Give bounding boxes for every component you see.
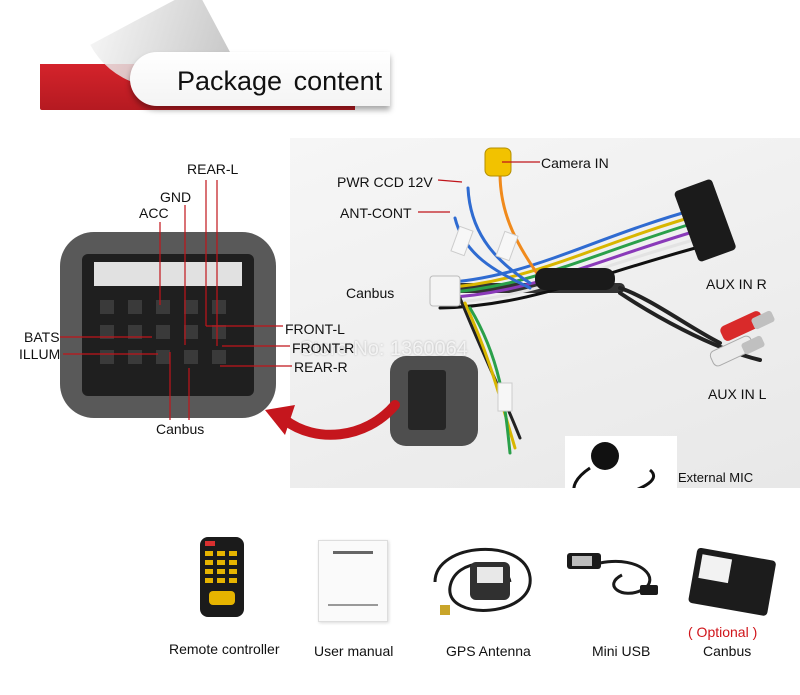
pin-label-front-r: FRONT-R xyxy=(292,340,355,356)
red-curved-arrow xyxy=(265,400,400,440)
gps-antenna-image xyxy=(433,548,532,615)
label-aux-in-r: AUX IN R xyxy=(706,276,767,292)
label-harness-canbus: Canbus xyxy=(346,285,395,301)
package-content-banner: Package content xyxy=(40,0,390,116)
caption-optional-tag: ( Optional ) xyxy=(688,624,758,640)
caption-gps-antenna: GPS Antenna xyxy=(446,643,531,659)
ferrite-core xyxy=(535,268,615,290)
mic-image-background xyxy=(565,436,677,511)
pin-label-illum: ILLUM xyxy=(19,346,61,362)
caption-remote-controller: Remote controller xyxy=(169,641,280,657)
pin-label-rear-l: REAR-L xyxy=(187,161,239,177)
user-manual-image xyxy=(318,540,388,622)
aux-rca-plugs xyxy=(709,310,775,367)
pin-label-gnd: GND xyxy=(160,189,192,205)
caption-canbus: Canbus xyxy=(703,643,752,659)
harness-photo-panel xyxy=(290,138,800,511)
pin-label-rear-r: REAR-R xyxy=(294,359,348,375)
pin-label-canbus: Canbus xyxy=(156,421,205,437)
banner-title: Package content xyxy=(177,66,383,96)
caption-mini-usb: Mini USB xyxy=(592,643,651,659)
remote-controller-image xyxy=(200,537,244,617)
label-camera-in: Camera IN xyxy=(541,155,609,171)
pin-label-front-l: FRONT-L xyxy=(285,321,345,337)
label-external-mic: External MIC xyxy=(678,470,754,485)
label-ant-cont: ANT-CONT xyxy=(340,205,412,221)
mini-usb-cable-image xyxy=(567,553,658,595)
pinout-callout-lines xyxy=(60,180,292,420)
mic-head xyxy=(591,442,619,470)
label-pwr-ccd: PWR CCD 12V xyxy=(337,174,433,190)
store-watermark: Store No: 1360064 xyxy=(300,338,468,360)
connector-pinout xyxy=(58,230,278,420)
banner-label-tab xyxy=(130,52,390,106)
canbus-white-connector xyxy=(429,275,461,307)
pin-label-acc: ACC xyxy=(139,205,169,221)
iso-connector xyxy=(674,179,736,262)
label-aux-in-l: AUX IN L xyxy=(708,386,767,402)
pin-label-bats: BATS xyxy=(24,329,60,345)
caption-user-manual: User manual xyxy=(314,643,394,659)
canbus-box-image xyxy=(688,548,776,616)
